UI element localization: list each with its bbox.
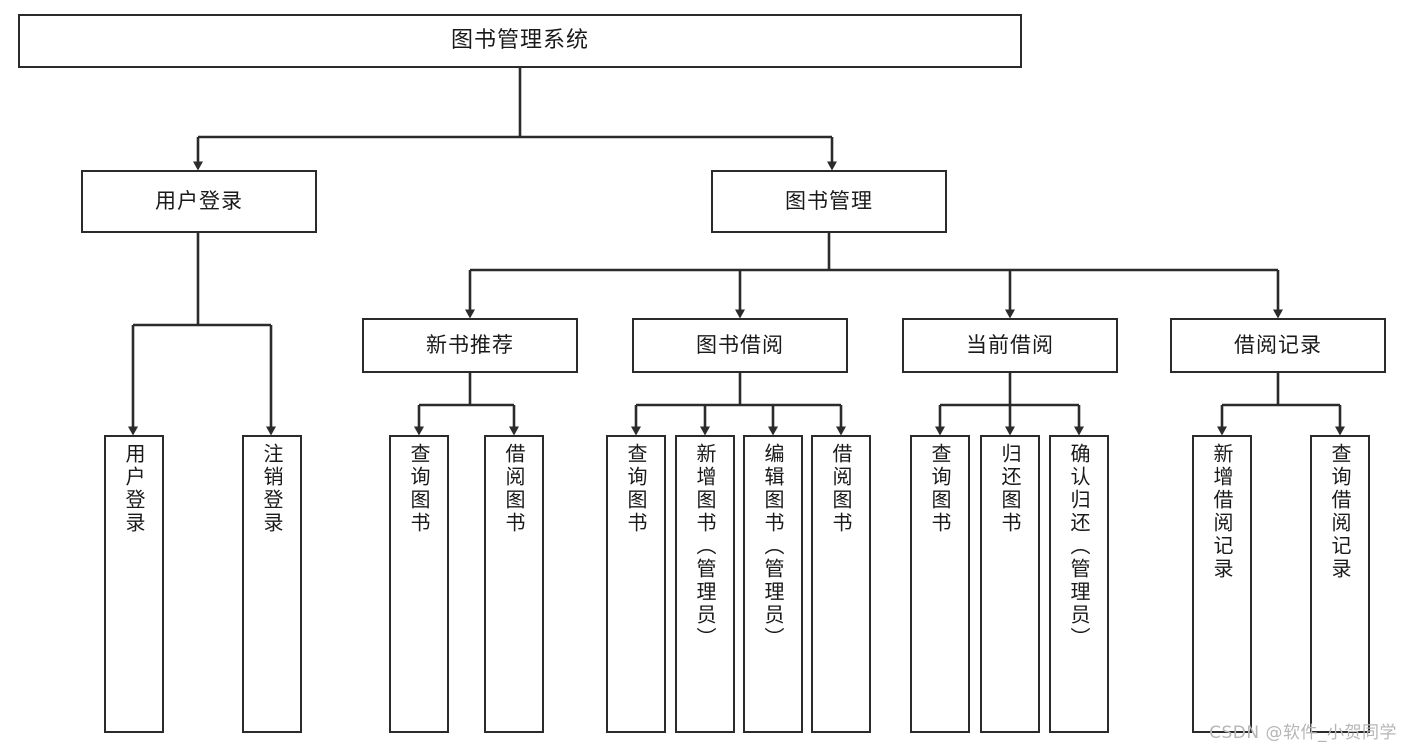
node-label: 图书管理系统	[450, 27, 589, 53]
node-book-management[interactable]: 图书管理	[711, 170, 947, 233]
node-label: 用户登录	[122, 443, 146, 535]
node-label: 确认归还（管理员）	[1067, 443, 1091, 650]
leaf-borrow-record-add[interactable]: 新增借阅记录	[1192, 435, 1252, 733]
leaf-borrow-record-query[interactable]: 查询借阅记录	[1310, 435, 1370, 733]
node-label: 借阅记录	[1234, 332, 1322, 357]
node-new-book-recommend[interactable]: 新书推荐	[362, 318, 578, 373]
node-book-borrow[interactable]: 图书借阅	[632, 318, 848, 373]
leaf-current-borrow-return[interactable]: 归还图书	[980, 435, 1040, 733]
csdn-watermark: CSDN @软件_小贺同学	[1209, 723, 1397, 743]
node-label: 注销登录	[260, 443, 284, 535]
node-label: 图书管理	[785, 188, 873, 213]
node-borrow-record[interactable]: 借阅记录	[1170, 318, 1386, 373]
leaf-new-book-query[interactable]: 查询图书	[389, 435, 449, 733]
node-label: 新增借阅记录	[1210, 443, 1234, 581]
leaf-book-borrow-query[interactable]: 查询图书	[606, 435, 666, 733]
node-label: 查询图书	[624, 443, 648, 535]
node-label: 借阅图书	[502, 443, 526, 535]
leaf-book-borrow-add[interactable]: 新增图书（管理员）	[675, 435, 735, 733]
node-label: 当前借阅	[966, 332, 1054, 357]
leaf-book-borrow-edit[interactable]: 编辑图书（管理员）	[743, 435, 803, 733]
node-label: 新增图书（管理员）	[693, 443, 717, 650]
leaf-book-borrow-borrow[interactable]: 借阅图书	[811, 435, 871, 733]
node-label: 新书推荐	[426, 332, 514, 357]
node-root-system[interactable]: 图书管理系统	[18, 14, 1022, 68]
leaf-user-login-login[interactable]: 用户登录	[104, 435, 164, 733]
node-label: 查询图书	[928, 443, 952, 535]
node-label: 用户登录	[155, 188, 243, 213]
leaf-new-book-borrow[interactable]: 借阅图书	[484, 435, 544, 733]
leaf-user-login-logout[interactable]: 注销登录	[242, 435, 302, 733]
node-label: 借阅图书	[829, 443, 853, 535]
node-label: 查询借阅记录	[1328, 443, 1352, 581]
node-label: 查询图书	[407, 443, 431, 535]
node-label: 归还图书	[998, 443, 1022, 535]
node-current-borrow[interactable]: 当前借阅	[902, 318, 1118, 373]
leaf-current-borrow-confirm-return[interactable]: 确认归还（管理员）	[1049, 435, 1109, 733]
node-label: 编辑图书（管理员）	[761, 443, 785, 650]
node-label: 图书借阅	[696, 332, 784, 357]
leaf-current-borrow-query[interactable]: 查询图书	[910, 435, 970, 733]
node-user-login[interactable]: 用户登录	[81, 170, 317, 233]
